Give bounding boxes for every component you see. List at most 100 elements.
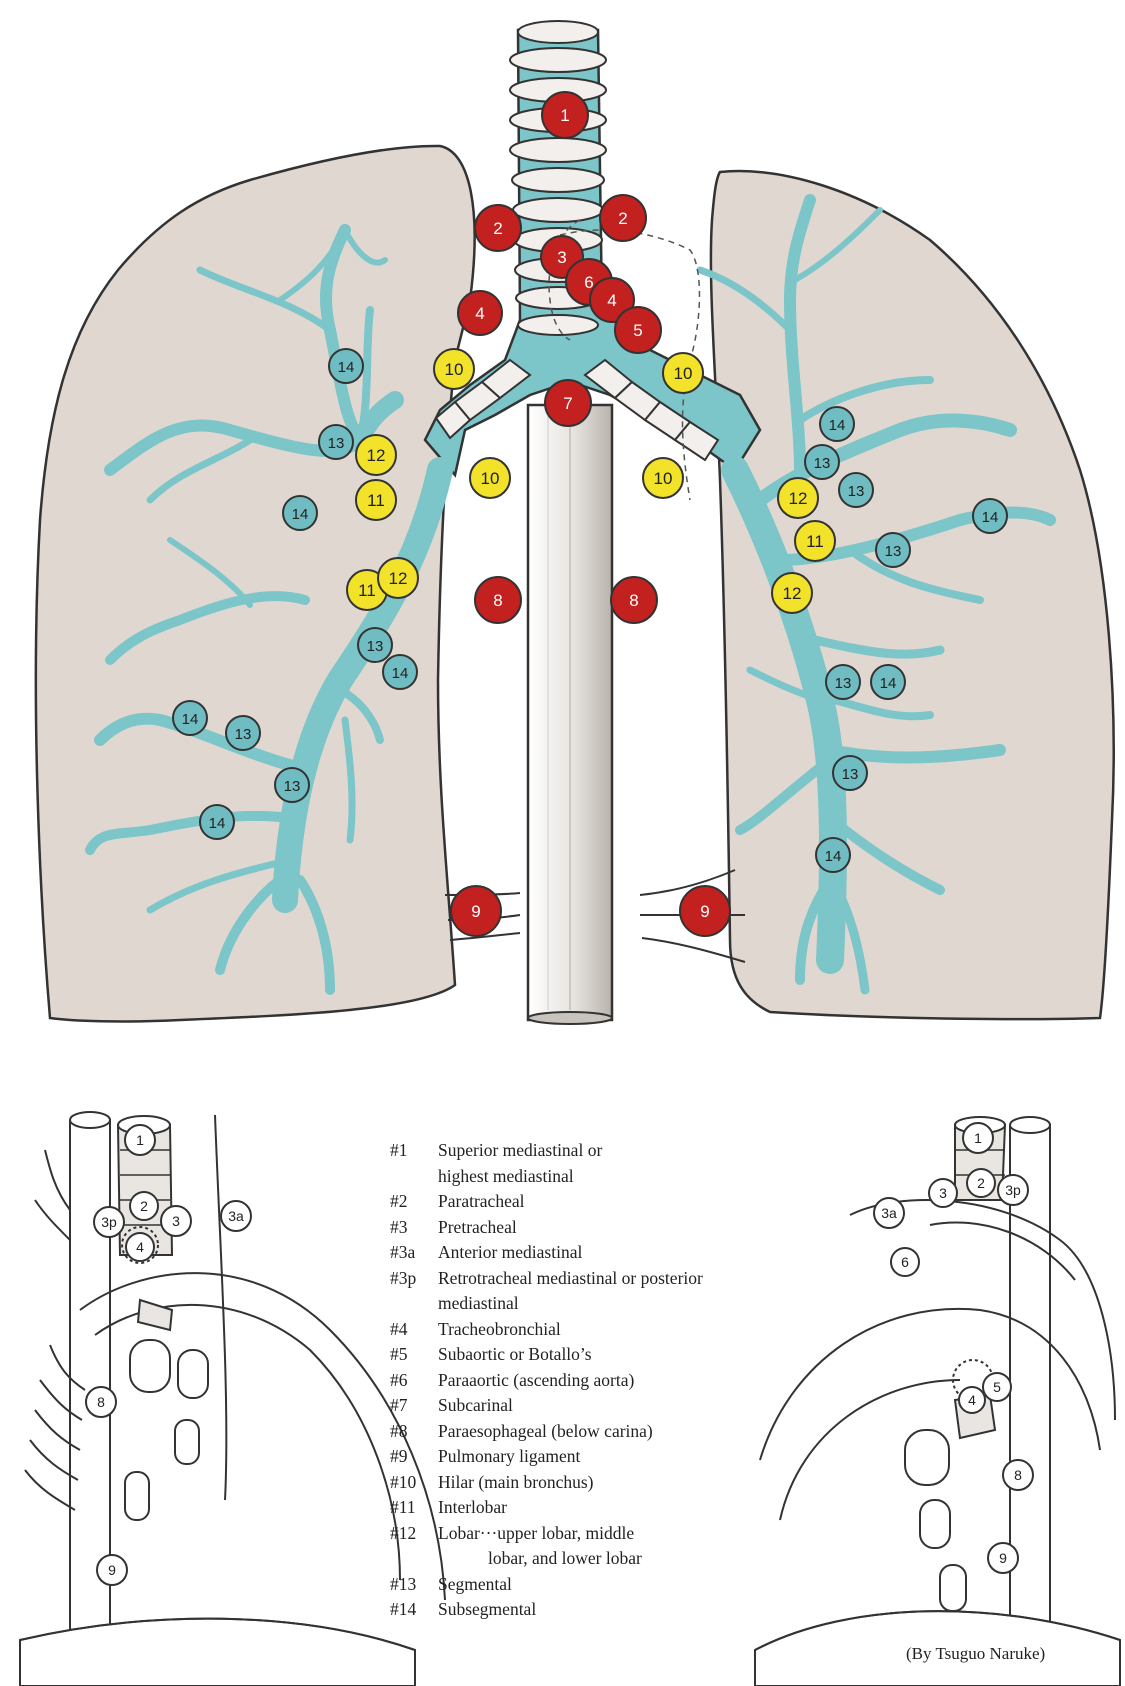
left-inset (20, 1112, 445, 1686)
lymph-node-13: 13 (876, 533, 910, 567)
legend-text: Paratracheal (438, 1189, 830, 1215)
legend-number: #13 (390, 1572, 438, 1598)
inset-node-label: 1 (136, 1132, 144, 1148)
inset-node-label: 5 (993, 1379, 1001, 1395)
lymph-node-14: 14 (329, 349, 363, 383)
lymph-node-label: 1 (560, 106, 569, 125)
lymph-node-label: 7 (563, 394, 572, 413)
lymph-node-13: 13 (839, 473, 873, 507)
lymph-node-14: 14 (973, 499, 1007, 533)
lymph-node-10: 10 (470, 458, 510, 498)
legend-text: Superior mediastinal or (438, 1138, 830, 1164)
legend-number: #7 (390, 1393, 438, 1419)
inset-node-label: 3 (939, 1185, 947, 1201)
lymph-node-2: 2 (475, 205, 521, 251)
lymph-node-label: 3 (557, 248, 566, 267)
inset-node-3a: 3a (221, 1201, 251, 1231)
inset-node-label: 3 (172, 1213, 180, 1229)
legend-text: Retrotracheal mediastinal or posterior (438, 1266, 830, 1292)
lymph-node-label: 13 (835, 675, 852, 692)
lymph-node-label: 10 (445, 360, 464, 379)
lymph-node-9: 9 (680, 886, 730, 936)
lymph-node-label: 12 (783, 584, 802, 603)
lymph-node-label: 2 (618, 209, 627, 228)
legend-number: #3p (390, 1266, 438, 1292)
legend-number: #3 (390, 1215, 438, 1241)
lymph-node-13: 13 (275, 768, 309, 802)
legend-text: Interlobar (438, 1495, 830, 1521)
inset-node-label: 3a (228, 1208, 244, 1224)
inset-node-label: 3p (101, 1214, 117, 1230)
credit: (By Tsuguo Naruke) (906, 1644, 1045, 1664)
inset-node-2: 2 (967, 1169, 995, 1197)
inset-node-3p: 3p (998, 1175, 1028, 1205)
lymph-node-label: 14 (982, 509, 999, 526)
legend-text: Anterior mediastinal (438, 1240, 830, 1266)
lymph-node-8: 8 (475, 577, 521, 623)
inset-node-label: 4 (136, 1239, 144, 1255)
legend-number: #14 (390, 1597, 438, 1623)
legend-text: Paraaortic (ascending aorta) (438, 1368, 830, 1394)
legend-text: Pulmonary ligament (438, 1444, 830, 1470)
legend-item: #2Paratracheal (390, 1189, 830, 1215)
lymph-node-label: 13 (842, 766, 859, 783)
legend-text: Segmental (438, 1572, 830, 1598)
lymph-node-label: 8 (493, 591, 502, 610)
lymph-node-13: 13 (826, 665, 860, 699)
lymph-node-label: 14 (880, 675, 897, 692)
lymph-node-label: 8 (629, 591, 638, 610)
legend-item: #13Segmental (390, 1572, 830, 1598)
lymph-node-label: 13 (235, 726, 252, 743)
inset-node-label: 1 (974, 1130, 982, 1146)
inset-node-8: 8 (1003, 1460, 1033, 1490)
lymph-node-11: 11 (795, 521, 835, 561)
legend-number: #3a (390, 1240, 438, 1266)
lymph-node-label: 12 (367, 446, 386, 465)
legend-text: Hilar (main bronchus) (438, 1470, 830, 1496)
lymph-node-13: 13 (805, 445, 839, 479)
legend-number: #5 (390, 1342, 438, 1368)
lymph-node-14: 14 (816, 838, 850, 872)
lymph-node-14: 14 (200, 805, 234, 839)
inset-node-1: 1 (125, 1125, 155, 1155)
inset-node-8: 8 (86, 1387, 116, 1417)
legend-number: #8 (390, 1419, 438, 1445)
lymph-node-14: 14 (283, 496, 317, 530)
legend-text: Lobar···upper lobar, middle (438, 1521, 830, 1547)
lymph-node-10: 10 (434, 349, 474, 389)
lymph-node-2: 2 (600, 195, 646, 241)
lymph-node-label: 11 (358, 581, 376, 600)
inset-node-label: 9 (108, 1562, 116, 1578)
inset-node-9: 9 (97, 1555, 127, 1585)
legend-text-continued: highest mediastinal (390, 1164, 830, 1190)
lymph-node-label: 14 (392, 665, 409, 682)
lymph-node-label: 14 (338, 359, 355, 376)
lymph-node-label: 12 (789, 489, 808, 508)
inset-node-3p: 3p (94, 1207, 124, 1237)
legend: #1Superior mediastinal orhighest mediast… (390, 1138, 830, 1623)
legend-text: Subaortic or Botallo’s (438, 1342, 830, 1368)
lymph-node-14: 14 (871, 665, 905, 699)
lymph-node-label: 5 (633, 321, 642, 340)
inset-node-3: 3 (161, 1206, 191, 1236)
inset-node-3a: 3a (874, 1198, 904, 1228)
lymph-node-9: 9 (451, 886, 501, 936)
lymph-node-label: 13 (367, 638, 384, 655)
legend-text: Pretracheal (438, 1215, 830, 1241)
legend-number: #6 (390, 1368, 438, 1394)
lymph-node-label: 14 (829, 417, 846, 434)
lymph-node-7: 7 (545, 380, 591, 426)
legend-text: Subsegmental (438, 1597, 830, 1623)
legend-number: #9 (390, 1444, 438, 1470)
lymph-node-label: 9 (700, 902, 709, 921)
lymph-node-label: 9 (471, 902, 480, 921)
lymph-node-10: 10 (663, 353, 703, 393)
inset-node-2: 2 (130, 1192, 158, 1220)
inset-node-4: 4 (126, 1233, 154, 1261)
